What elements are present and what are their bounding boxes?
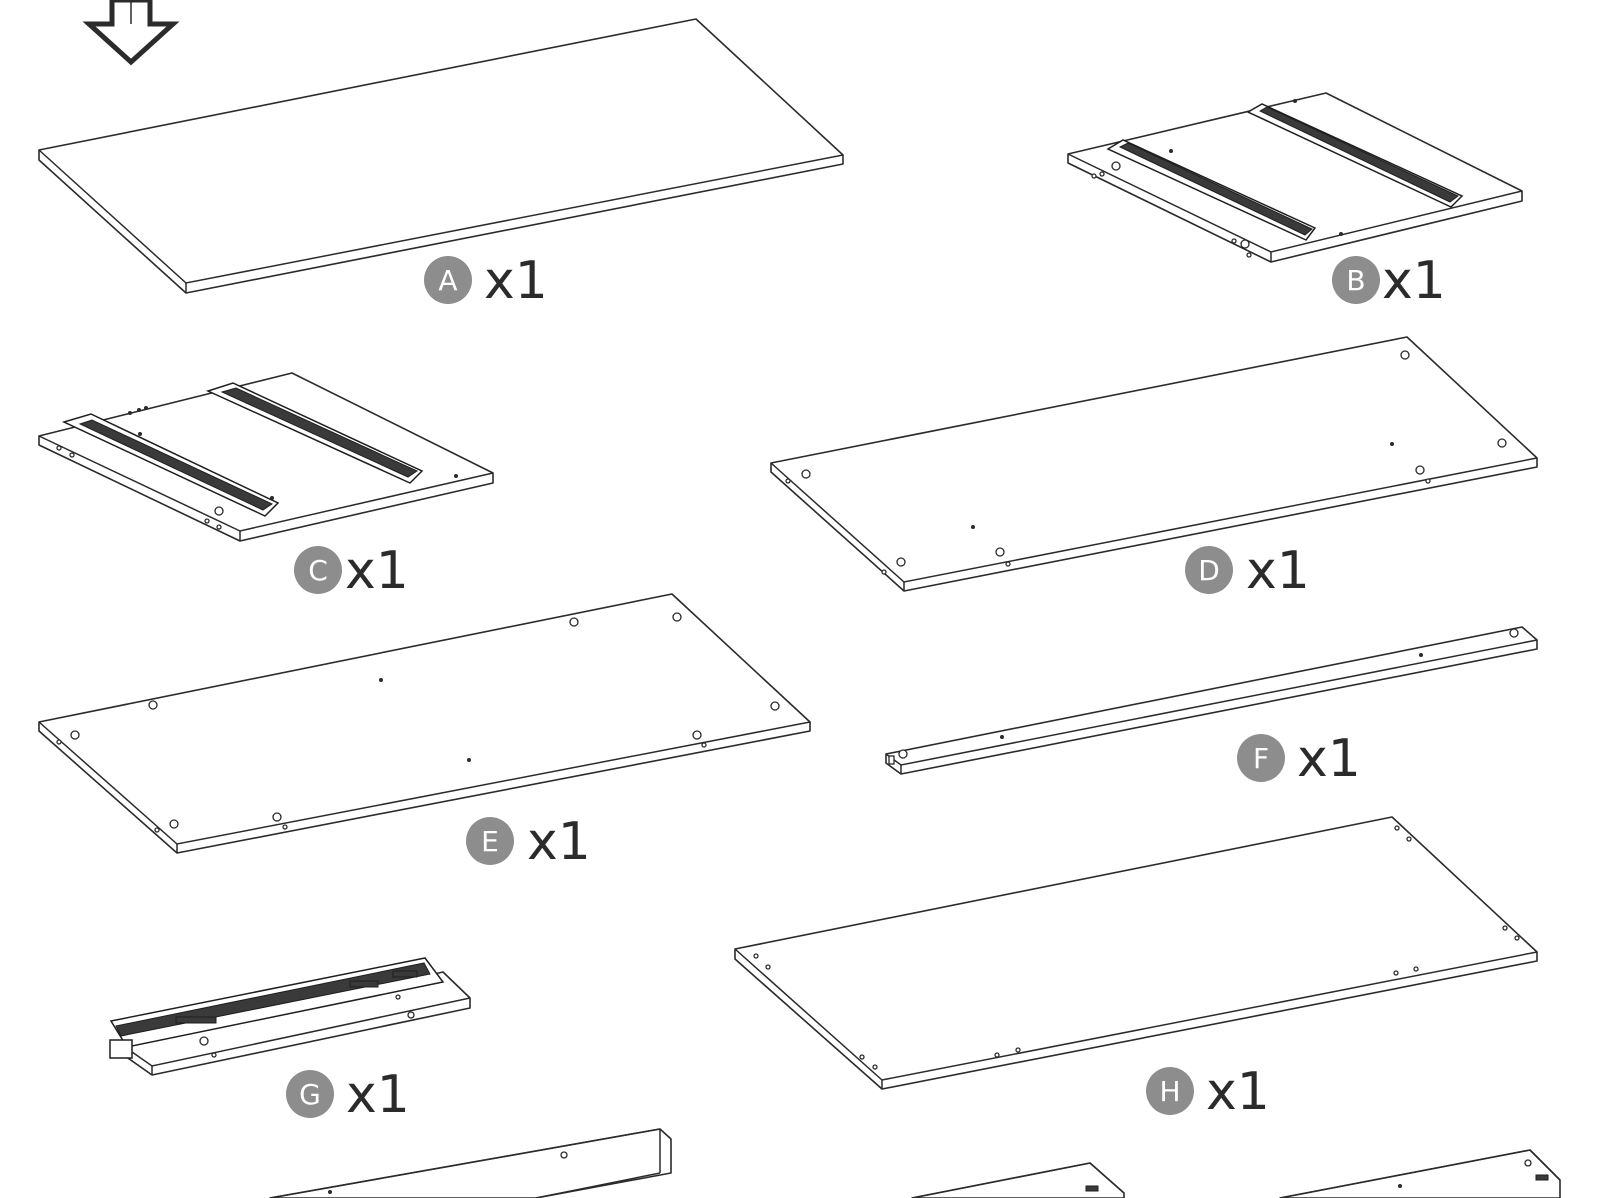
part-f-bar	[885, 626, 1538, 775]
part-b-letter: B	[1346, 264, 1365, 297]
part-a-label: A x1	[424, 251, 548, 311]
part-f-letter: F	[1253, 742, 1269, 775]
part-h-qty: x1	[1206, 1062, 1270, 1122]
part-a-panel	[38, 18, 844, 294]
part-e-letter: E	[481, 825, 499, 858]
part-d-letter: D	[1198, 554, 1220, 587]
drawer-rail	[61, 413, 280, 517]
part-b-label: B x1	[1332, 251, 1446, 311]
partial-panel-left	[269, 1128, 672, 1198]
part-e-panel	[38, 593, 811, 854]
part-h-letter: H	[1159, 1075, 1180, 1108]
part-d-qty: x1	[1246, 541, 1310, 601]
part-e-label: E x1	[466, 812, 591, 872]
part-f-qty: x1	[1297, 729, 1361, 789]
part-e-qty: x1	[527, 812, 591, 872]
partial-rail-bar-right	[1279, 1149, 1561, 1198]
drawer-rail	[1106, 139, 1317, 241]
part-g-qty: x1	[346, 1065, 410, 1125]
part-c-panel	[38, 372, 494, 542]
drawer-rail	[205, 382, 424, 484]
partial-rail-bar-middle	[911, 1162, 1125, 1198]
drawer-rail	[1246, 103, 1464, 208]
part-h-label: H x1	[1146, 1062, 1270, 1122]
part-c-qty: x1	[345, 541, 409, 601]
part-g-label: G x1	[286, 1065, 410, 1125]
part-a-letter: A	[438, 264, 457, 297]
part-d-label: D x1	[1185, 541, 1310, 601]
down-arrow-icon	[82, 0, 180, 66]
part-b-panel	[1067, 92, 1523, 263]
part-g-slide-rail	[109, 957, 471, 1076]
part-g-letter: G	[299, 1078, 321, 1111]
part-h-panel	[734, 816, 1538, 1090]
part-d-panel	[770, 336, 1538, 592]
part-a-qty: x1	[484, 251, 548, 311]
drawer-rail	[109, 957, 445, 1059]
part-c-label: C x1	[294, 541, 409, 601]
part-b-qty: x1	[1382, 251, 1446, 311]
part-c-letter: C	[308, 554, 328, 587]
part-f-label: F x1	[1237, 729, 1361, 789]
